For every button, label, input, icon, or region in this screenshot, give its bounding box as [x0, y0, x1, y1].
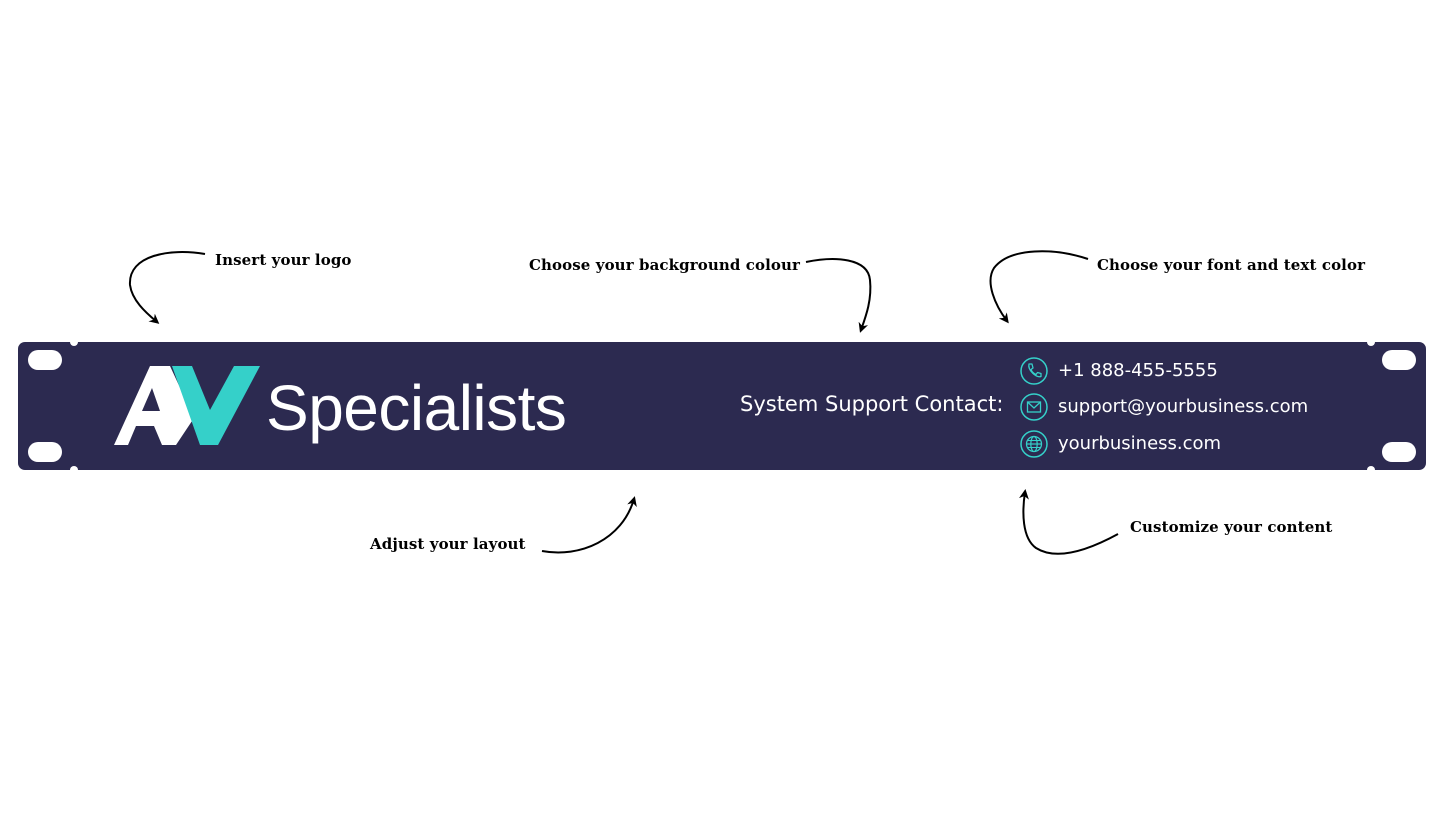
callout-insert-logo: Insert your logo: [215, 251, 352, 269]
phone-icon: [1020, 357, 1048, 385]
panel-background: [18, 342, 1426, 470]
contact-email: support@yourbusiness.com: [1020, 391, 1308, 423]
mail-icon: [1020, 393, 1048, 421]
panel-notch: [1367, 342, 1375, 346]
contact-website: yourbusiness.com: [1020, 428, 1221, 460]
panel-notch: [1367, 466, 1375, 470]
panel-notch: [70, 466, 78, 470]
arrow-layout: [541, 496, 637, 554]
av-logo-icon: [114, 366, 260, 445]
contact-phone: +1 888-455-5555: [1020, 355, 1218, 387]
globe-icon: [1020, 430, 1048, 458]
arrow-font: [989, 250, 1089, 324]
callout-customize-content: Customize your content: [1130, 518, 1333, 536]
mounting-slot-bottom-right: [1382, 442, 1416, 462]
rack-panel: Specialists System Support Contact: +1 8…: [18, 342, 1426, 470]
website-url[interactable]: yourbusiness.com: [1058, 433, 1222, 454]
email-address[interactable]: support@yourbusiness.com: [1058, 396, 1309, 417]
callout-background-colour: Choose your background colour: [529, 256, 801, 274]
support-contact-label: System Support Contact:: [740, 392, 1004, 416]
callout-adjust-layout: Adjust your layout: [370, 535, 526, 553]
mounting-slot-bottom-left: [28, 442, 62, 462]
arrow-content: [1019, 489, 1119, 555]
callout-font-color: Choose your font and text color: [1097, 256, 1366, 274]
arrow-background: [805, 258, 872, 333]
mounting-slot-top-left: [28, 350, 62, 370]
mounting-slot-top-right: [1382, 350, 1416, 370]
panel-notch: [70, 342, 78, 346]
phone-number[interactable]: +1 888-455-5555: [1058, 360, 1218, 381]
arrow-logo: [128, 251, 206, 324]
logo-text: Specialists: [266, 372, 567, 444]
